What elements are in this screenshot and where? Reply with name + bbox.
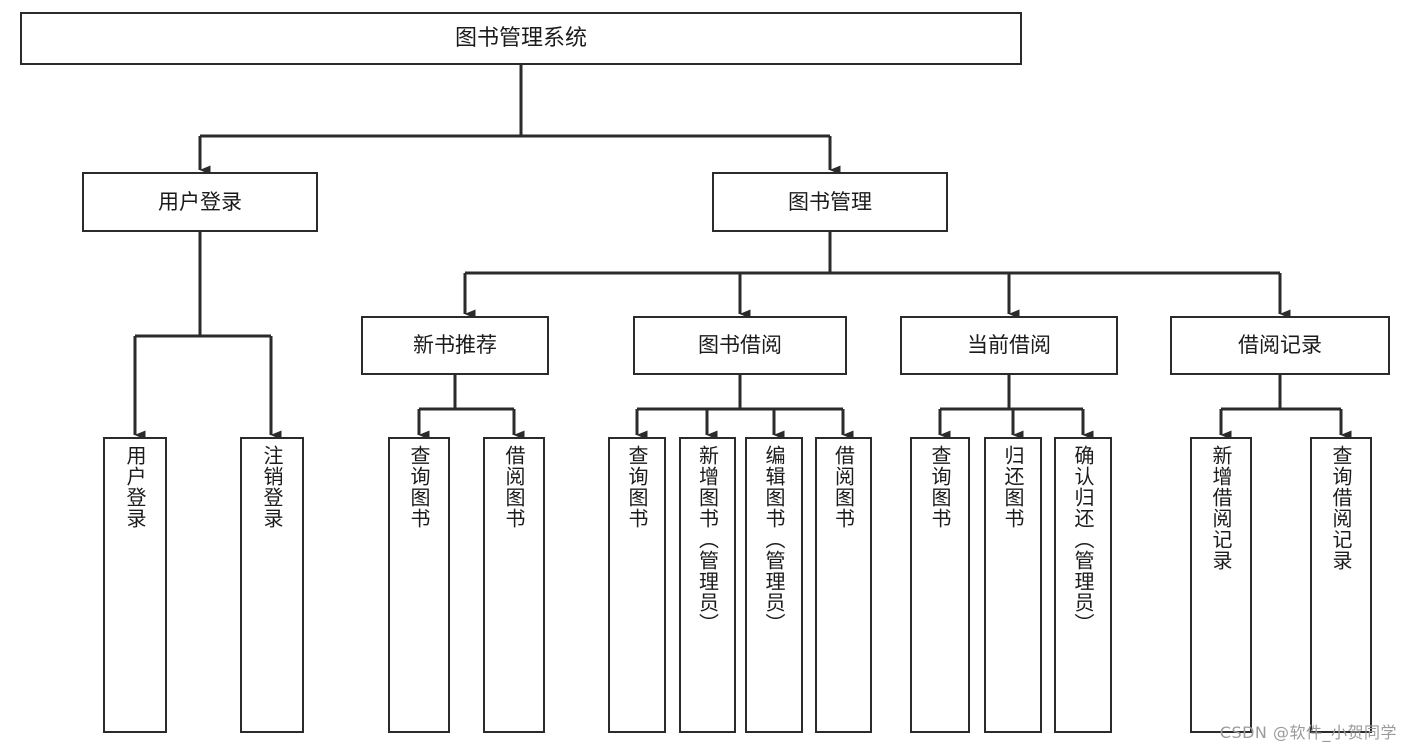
node-user-login-label: 用户登录 [158,189,242,214]
node-user-login[interactable]: 用户登录 [82,172,318,232]
node-new-book-recommend-label: 新书推荐 [413,333,497,358]
node-leaf-query-book-2-label: 查询图书 [625,445,649,529]
node-leaf-query-book-1-label: 查询图书 [407,445,431,529]
node-leaf-logout[interactable]: 注销登录 [240,437,304,733]
node-leaf-query-book-2[interactable]: 查询图书 [608,437,666,733]
node-leaf-user-login-label: 用户登录 [123,445,147,529]
node-leaf-add-book[interactable]: 新增图书（管理员） [679,437,736,733]
node-leaf-return-book-label: 归还图书 [1001,445,1025,529]
node-leaf-borrow-book-1-label: 借阅图书 [502,445,526,529]
node-leaf-borrow-book-2-label: 借阅图书 [831,445,856,529]
node-leaf-query-book-3-label: 查询图书 [928,445,952,529]
node-borrow-record[interactable]: 借阅记录 [1170,316,1390,375]
node-leaf-query-book-1[interactable]: 查询图书 [388,437,450,733]
node-leaf-return-book[interactable]: 归还图书 [984,437,1042,733]
node-leaf-add-record[interactable]: 新增借阅记录 [1190,437,1252,733]
node-current-borrow[interactable]: 当前借阅 [900,316,1118,375]
node-leaf-edit-book[interactable]: 编辑图书（管理员） [745,437,803,733]
node-book-management[interactable]: 图书管理 [712,172,948,232]
node-new-book-recommend[interactable]: 新书推荐 [361,316,549,375]
node-book-management-label: 图书管理 [788,189,872,214]
node-root-label: 图书管理系统 [454,25,587,51]
node-book-borrow[interactable]: 图书借阅 [633,316,847,375]
node-current-borrow-label: 当前借阅 [967,333,1051,358]
node-leaf-user-login[interactable]: 用户登录 [103,437,167,733]
node-leaf-query-book-3[interactable]: 查询图书 [910,437,970,733]
node-leaf-borrow-book-2[interactable]: 借阅图书 [815,437,872,733]
node-leaf-query-record-label: 查询借阅记录 [1329,445,1353,571]
node-book-borrow-label: 图书借阅 [698,333,782,358]
node-leaf-add-record-label: 新增借阅记录 [1209,445,1233,571]
node-leaf-confirm-return-label: 确认归还（管理员） [1071,445,1095,634]
node-leaf-query-record[interactable]: 查询借阅记录 [1310,437,1372,733]
node-root[interactable]: 图书管理系统 [20,12,1022,65]
node-leaf-add-book-label: 新增图书（管理员） [695,445,720,634]
node-borrow-record-label: 借阅记录 [1238,333,1322,358]
node-leaf-edit-book-label: 编辑图书（管理员） [762,445,786,634]
node-leaf-borrow-book-1[interactable]: 借阅图书 [483,437,545,733]
node-leaf-confirm-return[interactable]: 确认归还（管理员） [1054,437,1112,733]
node-leaf-logout-label: 注销登录 [260,445,284,529]
